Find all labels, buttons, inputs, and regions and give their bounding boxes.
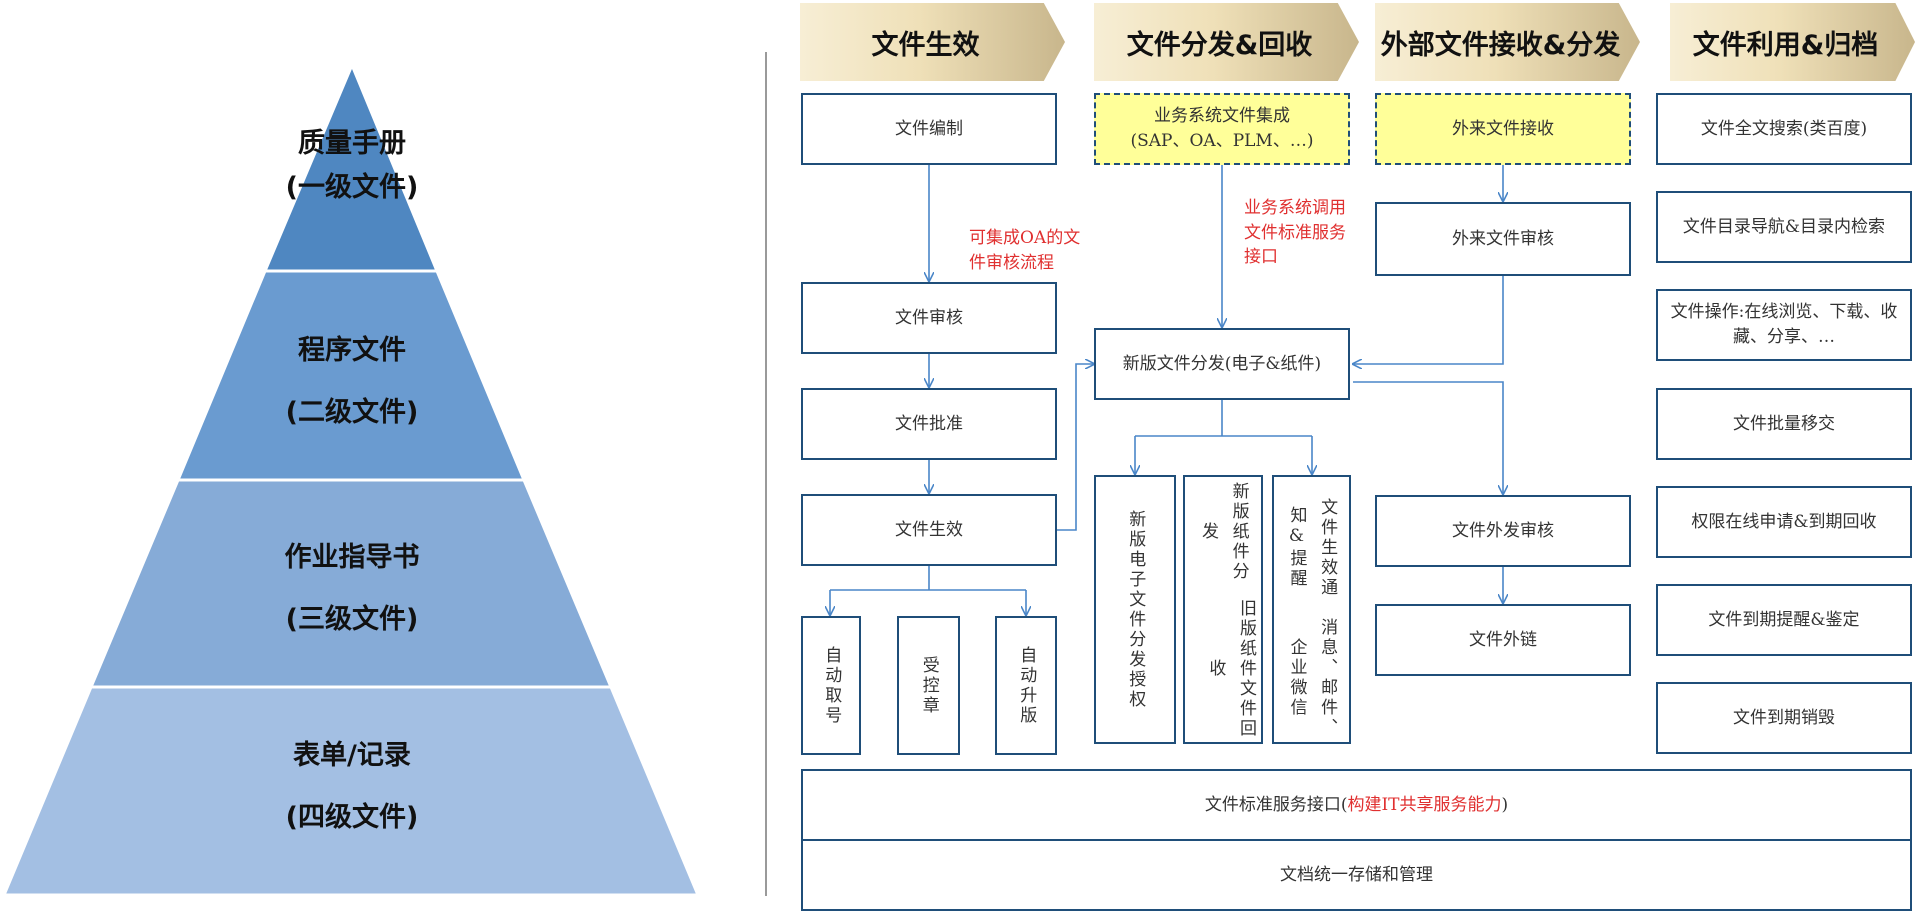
header-external-receive: 外部文件接收&分发 (1375, 3, 1640, 81)
box-file-approve: 文件批准 (801, 388, 1057, 460)
box-auto-number: 自动取号 (801, 616, 861, 755)
arrow-distribute-to-out-review (1353, 381, 1503, 494)
box-batch-transfer: 文件批量移交 (1656, 388, 1912, 460)
box-file-review: 文件审核 (801, 282, 1057, 354)
box-file-compile: 文件编制 (801, 93, 1057, 165)
box-auto-upgrade: 自动升版 (995, 616, 1057, 755)
document-hierarchy-pyramid (1, 61, 701, 897)
section-divider (765, 52, 767, 896)
box-paper-distribute-recall: 新版纸件分发 旧版纸件文件回收 (1183, 475, 1263, 744)
box-controlled-seal: 受控章 (897, 616, 960, 755)
header-use-archive: 文件利用&归档 (1670, 3, 1915, 81)
box-full-text-search: 文件全文搜索(类百度) (1656, 93, 1912, 165)
box-out-review: 文件外发审核 (1375, 495, 1631, 567)
header-distribute-recall: 文件分发&回收 (1094, 3, 1359, 81)
box-file-effective: 文件生效 (801, 494, 1057, 566)
pyramid-label-3: 作业指导书 (三级文件) (284, 542, 420, 635)
box-unified-storage: 文档统一存储和管理 (801, 839, 1912, 911)
box-expiry-destroy: 文件到期销毁 (1656, 682, 1912, 754)
header-file-effective: 文件生效 (800, 3, 1065, 81)
box-notify: 文件生效通知&提醒 消息、邮件、企业微信 (1272, 475, 1351, 744)
box-business-integration: 业务系统文件集成 (SAP、OA、PLM、…) (1094, 93, 1350, 165)
arrow-effective-to-distribute (1057, 364, 1094, 531)
pyramid-level-4 (1, 685, 701, 897)
box-expiry-reminder: 文件到期提醒&鉴定 (1656, 584, 1912, 656)
note-oa-integration: 可集成OA的文件审核流程 (969, 228, 1081, 273)
box-file-operations: 文件操作:在线浏览、下载、收藏、分享、… (1656, 289, 1912, 361)
box-e-auth: 新版电子文件分发授权 (1094, 475, 1176, 744)
pyramid-label-1: 质量手册 (一级文件) (285, 128, 419, 203)
arrow-ext-review-to-distribute (1353, 275, 1504, 364)
box-catalog-navigation: 文件目录导航&目录内检索 (1656, 191, 1912, 263)
box-new-distribute: 新版文件分发(电子&纸件) (1094, 328, 1350, 400)
pyramid-label-4: 表单/记录 (四级文件) (285, 740, 419, 833)
box-permission-apply: 权限在线申请&到期回收 (1656, 486, 1912, 558)
box-external-receive: 外来文件接收 (1375, 93, 1631, 165)
pyramid-label-2: 程序文件 (二级文件) (285, 335, 419, 428)
note-business-api: 业务系统调用文件标准服务接口 (1244, 198, 1346, 268)
box-external-review: 外来文件审核 (1375, 202, 1631, 276)
box-standard-service-api: 文件标准服务接口(构建IT共享服务能力) (801, 769, 1912, 841)
box-out-link: 文件外链 (1375, 604, 1631, 676)
